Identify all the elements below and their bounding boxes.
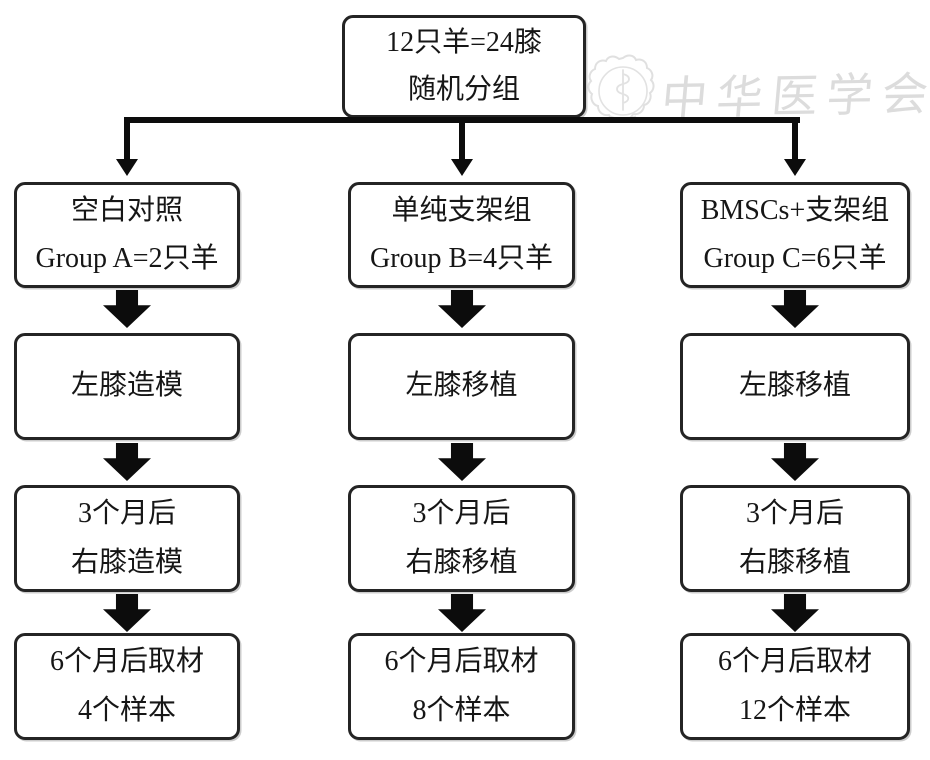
group-c-step3-line1: 6个月后取材 xyxy=(717,646,872,678)
group-a-box: 空白对照 Group A=2只羊 xyxy=(14,182,240,288)
group-b-step3-line1: 6个月后取材 xyxy=(384,646,539,678)
group-c-step3-line2: 12个样本 xyxy=(738,694,851,726)
group-c-count: Group C=6只羊 xyxy=(703,243,887,274)
down-block-arrow-icon xyxy=(103,443,151,481)
group-a-step1-label: 左膝造模 xyxy=(70,370,183,402)
down-block-arrow-icon xyxy=(103,594,151,632)
group-a-step3-line1: 6个月后取材 xyxy=(49,646,204,678)
group-c-step1-box: 左膝移植 xyxy=(680,333,910,440)
arrowhead-down-icon xyxy=(451,159,473,176)
group-c-step2-line2: 右膝移植 xyxy=(738,546,851,578)
down-block-arrow-icon xyxy=(438,443,486,481)
branch-stem-right xyxy=(792,117,798,161)
group-b-step1-label: 左膝移植 xyxy=(405,370,518,402)
arrowhead-down-icon xyxy=(116,159,138,176)
arrowhead-down-icon xyxy=(784,159,806,176)
root-box-line1: 12只羊=24膝 xyxy=(386,27,542,59)
group-a-label: 空白对照 xyxy=(70,194,183,226)
group-c-step2-line1: 3个月后 xyxy=(745,498,844,530)
group-a-step3-box: 6个月后取材 4个样本 xyxy=(14,633,240,740)
group-c-step2-box: 3个月后 右膝移植 xyxy=(680,485,910,592)
root-box-randomization: 12只羊=24膝 随机分组 xyxy=(342,15,586,118)
group-a-step3-line2: 4个样本 xyxy=(77,694,176,726)
group-c-step3-box: 6个月后取材 12个样本 xyxy=(680,633,910,740)
down-block-arrow-icon xyxy=(771,290,819,328)
group-c-label: BMSCs+支架组 xyxy=(700,194,890,226)
branch-stem-center xyxy=(459,121,465,161)
group-a-count: Group A=2只羊 xyxy=(35,243,219,274)
group-a-step2-line2: 右膝造模 xyxy=(70,546,183,578)
group-a-step1-box: 左膝造模 xyxy=(14,333,240,440)
branch-stem-left xyxy=(124,117,130,161)
group-b-step2-line1: 3个月后 xyxy=(412,498,511,530)
group-a-step2-line1: 3个月后 xyxy=(77,498,176,530)
group-a-step2-box: 3个月后 右膝造模 xyxy=(14,485,240,592)
group-b-step2-line2: 右膝移植 xyxy=(405,546,518,578)
root-box-line2: 随机分组 xyxy=(407,73,520,105)
branch-connector-bar xyxy=(124,117,800,123)
down-block-arrow-icon xyxy=(103,290,151,328)
group-c-box: BMSCs+支架组 Group C=6只羊 xyxy=(680,182,910,288)
down-block-arrow-icon xyxy=(438,594,486,632)
group-b-step1-box: 左膝移植 xyxy=(348,333,575,440)
group-b-step2-box: 3个月后 右膝移植 xyxy=(348,485,575,592)
group-b-box: 单纯支架组 Group B=4只羊 xyxy=(348,182,575,288)
group-c-step1-label: 左膝移植 xyxy=(738,370,851,402)
down-block-arrow-icon xyxy=(438,290,486,328)
down-block-arrow-icon xyxy=(771,594,819,632)
group-b-label: 单纯支架组 xyxy=(391,194,532,226)
group-b-step3-box: 6个月后取材 8个样本 xyxy=(348,633,575,740)
down-block-arrow-icon xyxy=(771,443,819,481)
group-b-step3-line2: 8个样本 xyxy=(412,694,511,726)
group-b-count: Group B=4只羊 xyxy=(369,243,553,274)
